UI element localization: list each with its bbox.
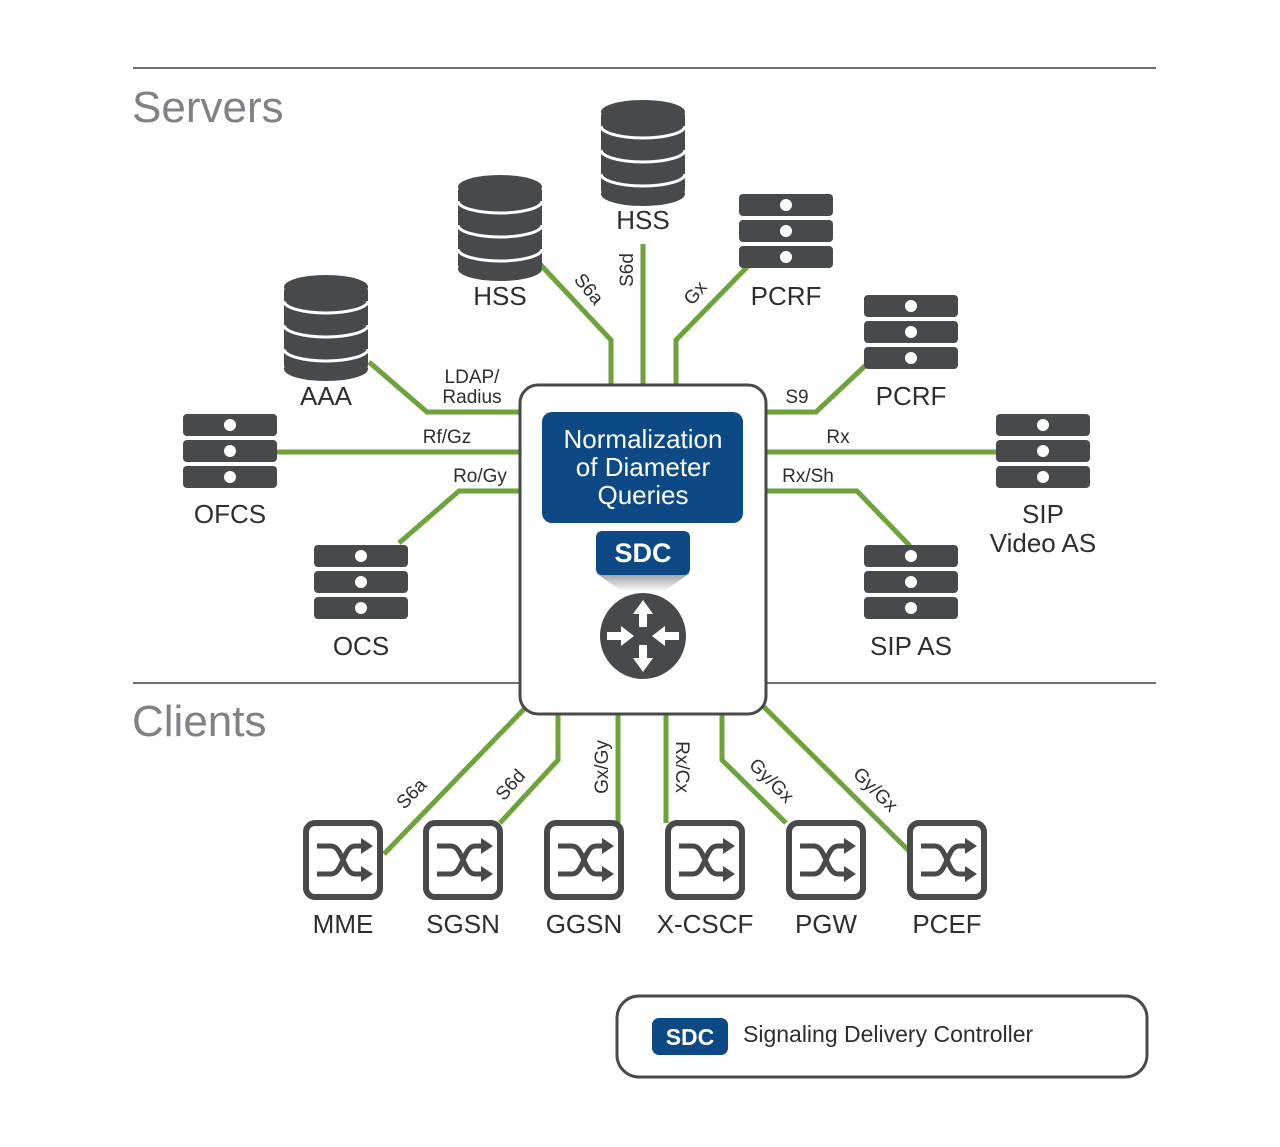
switch-icon: [910, 823, 984, 897]
iface-label-rx: Rx: [826, 427, 850, 448]
client-interface-labels: S6a S6d Gx/Gy Rx/Cx Gy/Gx Gy/Gx: [393, 740, 902, 817]
link-pcef: [759, 702, 911, 853]
link-sgsn: [498, 712, 561, 825]
link-pcrf-top: [673, 260, 754, 385]
server-node-pcrf-top[interactable]: PCRF: [739, 194, 833, 311]
panel-title-line: of Diameter: [576, 452, 711, 482]
link-sip-as: [766, 488, 912, 548]
database-icon: [599, 98, 687, 208]
client-node-ggsn[interactable]: GGSN: [546, 823, 623, 939]
panel-title-line: Queries: [597, 480, 688, 510]
node-label: Video AS: [990, 528, 1097, 558]
server-node-sip-as[interactable]: SIP AS: [864, 545, 958, 661]
legend-sdc-badge: [652, 1018, 728, 1055]
server-links: [277, 244, 997, 548]
node-label: PCRF: [876, 381, 947, 411]
iface-label-s9: S9: [785, 387, 808, 408]
server-node-hss-top[interactable]: HSS: [599, 98, 687, 235]
node-label: SIP: [1022, 499, 1064, 529]
legend-frame: [615, 994, 1149, 1079]
panel-title-line: Normalization: [564, 424, 723, 454]
legend: SDC Signaling Delivery Controller: [615, 994, 1149, 1079]
iface-label-ggsn: Gx/Gy: [592, 740, 613, 794]
node-label: PCRF: [751, 281, 822, 311]
servers-section-title: Servers: [132, 83, 284, 132]
link-mme: [382, 706, 527, 856]
client-node-x-cscf[interactable]: X-CSCF: [657, 823, 754, 939]
switch-icon: [426, 823, 500, 897]
node-label: OFCS: [194, 499, 266, 529]
link-ocs: [397, 488, 520, 545]
client-node-sgsn[interactable]: SGSN: [426, 823, 500, 939]
iface-label-pgw: Gy/Gx: [744, 755, 797, 808]
iface-label-rx-sh: Rx/Sh: [782, 466, 834, 487]
server-rack-icon: [183, 414, 277, 488]
switch-icon: [668, 823, 742, 897]
node-label: MME: [313, 909, 374, 939]
node-label: SIP AS: [870, 631, 952, 661]
sdc-badge-text: SDC: [614, 538, 671, 568]
server-rack-icon: [314, 545, 408, 619]
server-rack-icon: [739, 194, 833, 268]
client-links: [382, 702, 911, 856]
server-rack-icon: [864, 545, 958, 619]
node-label: OCS: [333, 631, 389, 661]
link-pcrf-right: [766, 363, 868, 415]
server-rack-icon: [996, 414, 1090, 488]
legend-description: Signaling Delivery Controller: [743, 1021, 1034, 1047]
normalization-panel: [542, 412, 743, 523]
iface-label-pcef: Gy/Gx: [848, 764, 901, 817]
client-node-pcef[interactable]: PCEF: [910, 823, 984, 939]
node-label: HSS: [473, 281, 526, 311]
server-node-sip-video-as[interactable]: SIP Video AS: [990, 414, 1097, 558]
badge-shadow: [596, 573, 690, 592]
node-label: AAA: [300, 381, 353, 411]
router-icon: [600, 593, 686, 679]
link-hss-left: [536, 260, 614, 385]
iface-label-ldap: LDAP/: [445, 367, 501, 388]
switch-icon: [547, 823, 621, 897]
server-node-aaa[interactable]: AAA: [282, 273, 370, 411]
legend-badge-text: SDC: [666, 1024, 715, 1050]
server-rack-icon: [864, 295, 958, 369]
server-node-hss-left[interactable]: HSS: [456, 173, 544, 311]
sdc-badge: [596, 531, 690, 575]
node-label: GGSN: [546, 909, 623, 939]
iface-label-radius: Radius: [442, 387, 501, 408]
switch-icon: [306, 823, 380, 897]
client-node-mme[interactable]: MME: [306, 823, 380, 939]
server-node-ocs[interactable]: OCS: [314, 545, 408, 661]
client-node-pgw[interactable]: PGW: [789, 823, 863, 939]
clients-section-title: Clients: [132, 697, 267, 746]
node-label: HSS: [616, 205, 669, 235]
link-pgw: [719, 714, 788, 825]
sdc-core-node[interactable]: Normalization of Diameter Queries SDC: [518, 383, 768, 716]
iface-label-rf-gz: Rf/Gz: [423, 427, 472, 448]
database-icon: [282, 273, 370, 383]
server-node-ofcs[interactable]: OFCS: [183, 414, 277, 529]
node-label: PCEF: [912, 909, 981, 939]
link-aaa: [367, 360, 520, 415]
database-icon: [456, 173, 544, 283]
switch-icon: [789, 823, 863, 897]
node-label: X-CSCF: [657, 909, 754, 939]
iface-label-x-cscf: Rx/Cx: [671, 741, 692, 793]
iface-label-ro-gy: Ro/Gy: [453, 466, 507, 487]
node-label: SGSN: [426, 909, 500, 939]
server-node-pcrf-right[interactable]: PCRF: [864, 295, 958, 411]
node-label: PGW: [795, 909, 858, 939]
iface-label-s6d: S6d: [617, 253, 638, 287]
